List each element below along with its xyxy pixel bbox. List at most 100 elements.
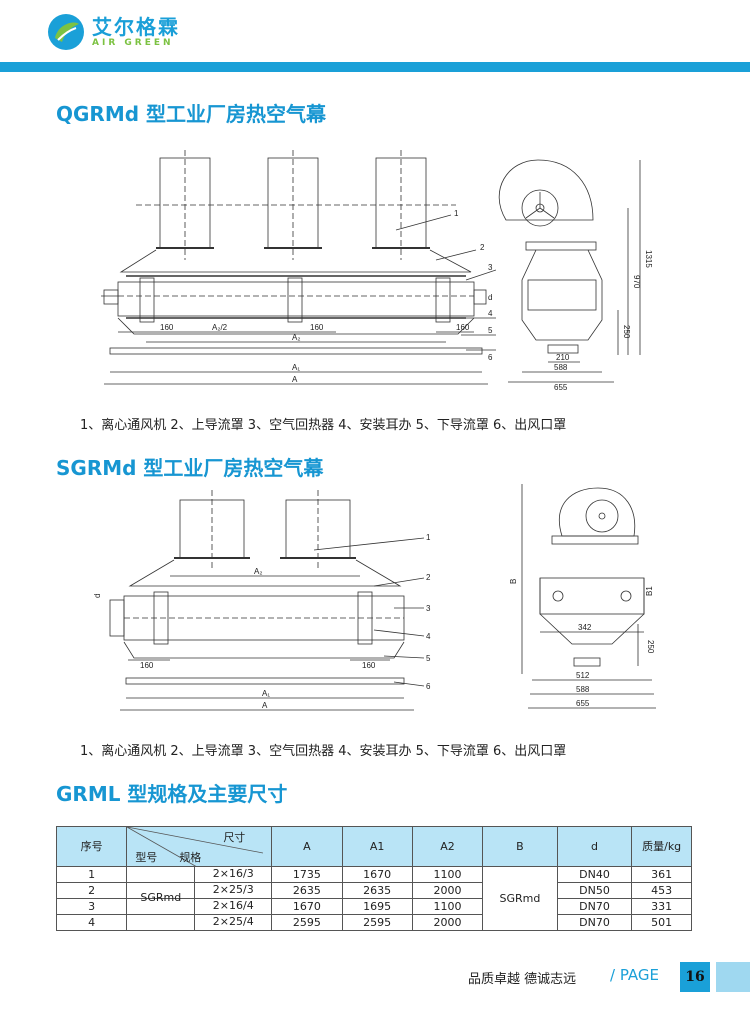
sgrmd-dim-b1: B1 bbox=[645, 586, 654, 596]
cell-a2: 1100 bbox=[411, 866, 484, 883]
sgrmd-side-drawing: B B1 342 250 512 588 655 bbox=[502, 474, 662, 720]
cell-spec: 2×16/3 bbox=[212, 867, 254, 880]
sgrmd-dim-250: 250 bbox=[646, 640, 655, 654]
qgrmd-dim-a1: A₁ bbox=[292, 363, 300, 372]
qgrmd-dim-d: d bbox=[488, 293, 492, 302]
sgrmd-dim-a1: A₁ bbox=[262, 689, 270, 698]
spec-table: 序号 尺寸 型号 规格 A A1 A2 B d 质量/kg 1 bbox=[55, 826, 692, 931]
cell-a2: 1100 bbox=[411, 898, 484, 915]
cell-d: DN40 bbox=[556, 866, 633, 883]
qgrmd-dim-655: 655 bbox=[554, 383, 568, 392]
qgrmd-label-5: 5 bbox=[488, 326, 493, 335]
cell-b-merged: SGRmd bbox=[482, 866, 558, 931]
header-index: 序号 bbox=[55, 826, 128, 867]
cell-model-spec: SGRmd 2×25/3 bbox=[126, 882, 273, 904]
cell-mass: 331 bbox=[631, 898, 692, 915]
brand-name-en: AIR GREEN bbox=[92, 38, 174, 48]
sgrmd-label-6: 6 bbox=[426, 682, 431, 691]
sgrmd-dim-a2: A₂ bbox=[254, 567, 262, 576]
table-row: 1 2×16/3 1735 1670 1100 SGRmd DN40 361 bbox=[55, 866, 692, 931]
qgrmd-dim-a: A bbox=[292, 375, 298, 384]
cell-model-top bbox=[127, 867, 196, 882]
sgrmd-dim-d: d bbox=[93, 594, 102, 598]
qgrmd-label-3: 3 bbox=[488, 263, 493, 272]
qgrmd-dim-a2-half: A₂/2 bbox=[212, 323, 228, 332]
qgrmd-label-6: 6 bbox=[488, 353, 493, 362]
cell-spec: 2×16/4 bbox=[212, 899, 254, 912]
footer-slogan: 品质卓越 德诚志远 bbox=[468, 972, 577, 987]
cell-mass: 501 bbox=[631, 914, 692, 931]
header-d: d bbox=[556, 826, 633, 867]
sgrmd-label-3: 3 bbox=[426, 604, 431, 613]
cell-model-blank bbox=[127, 915, 196, 930]
cell-a: 2635 bbox=[271, 882, 343, 899]
qgrmd-dim-250: 250 bbox=[622, 325, 631, 339]
qgrmd-front-drawing: 1 2 3 4 5 6 d 160 A₂/2 160 160 A₂ A₁ A bbox=[96, 150, 496, 395]
page-header: 艾尔格霖 AIR GREEN bbox=[0, 0, 750, 72]
cell-model: SGRmd bbox=[127, 883, 196, 904]
cell-index: 3 bbox=[55, 898, 128, 915]
section-title-grml: GRML 型规格及主要尺寸 bbox=[56, 782, 288, 806]
cell-mass: 453 bbox=[631, 882, 692, 899]
cell-a1: 2635 bbox=[341, 882, 413, 899]
cell-model-blank bbox=[127, 899, 196, 914]
table-header-row: 序号 尺寸 型号 规格 A A1 A2 B d 质量/kg bbox=[55, 826, 692, 867]
header-a2: A2 bbox=[411, 826, 484, 867]
sgrmd-legend: 1、离心通风机 2、上导流罩 3、空气回热器 4、安装耳办 5、下导流罩 6、出… bbox=[80, 744, 567, 759]
header-b: B bbox=[482, 826, 558, 867]
diagonal-lines bbox=[127, 827, 264, 867]
header-dim: 尺寸 bbox=[223, 831, 246, 844]
qgrmd-dim-160-a: 160 bbox=[160, 323, 174, 332]
cell-a: 2595 bbox=[271, 914, 343, 931]
header-model: 型号 bbox=[135, 851, 158, 864]
qgrmd-dim-160-c: 160 bbox=[456, 323, 470, 332]
sgrmd-label-2: 2 bbox=[426, 573, 431, 582]
cell-spec: 2×25/4 bbox=[212, 915, 254, 928]
cell-a1: 2595 bbox=[341, 914, 413, 931]
qgrmd-dim-588: 588 bbox=[554, 363, 568, 372]
footer-accent-bar bbox=[716, 962, 750, 992]
sgrmd-dim-512: 512 bbox=[576, 671, 590, 680]
header-spec: 规格 bbox=[179, 851, 202, 864]
table-row: 2 SGRmd 2×25/3 2635 2635 2000 DN50 453 bbox=[55, 882, 692, 904]
sgrmd-label-4: 4 bbox=[426, 632, 431, 641]
cell-a1: 1695 bbox=[341, 898, 413, 915]
sgrmd-front-drawing: 1 2 3 4 5 6 d A₂ 160 160 A₁ A bbox=[74, 490, 464, 720]
cell-a: 1670 bbox=[271, 898, 343, 915]
cell-d: DN50 bbox=[556, 882, 633, 899]
sgrmd-dim-342: 342 bbox=[578, 623, 592, 632]
header-a: A bbox=[271, 826, 343, 867]
cell-d: DN70 bbox=[556, 898, 633, 915]
cell-a2: 2000 bbox=[411, 914, 484, 931]
header-diagonal: 尺寸 型号 规格 bbox=[126, 826, 273, 867]
qgrmd-dim-970: 970 bbox=[632, 275, 641, 289]
cell-d: DN70 bbox=[556, 914, 633, 931]
page-number: 16 bbox=[680, 962, 710, 992]
sgrmd-label-5: 5 bbox=[426, 654, 431, 663]
cell-a2: 2000 bbox=[411, 882, 484, 899]
brand-logo: 艾尔格霖 AIR GREEN bbox=[46, 12, 180, 52]
cell-model-spec: 2×16/4 bbox=[126, 898, 273, 915]
section-title-sgrmd: SGRMd 型工业厂房热空气幕 bbox=[56, 456, 324, 480]
sgrmd-dim-160-a: 160 bbox=[140, 661, 154, 670]
sgrmd-dim-a: A bbox=[262, 701, 268, 710]
qgrmd-label-2: 2 bbox=[480, 243, 485, 252]
qgrmd-dim-160-b: 160 bbox=[310, 323, 324, 332]
qgrmd-dim-1315: 1315 bbox=[644, 250, 653, 268]
qgrmd-dim-210: 210 bbox=[556, 353, 570, 362]
leaf-logo-icon bbox=[48, 14, 84, 50]
table-row: 3 2×16/4 1670 1695 1100 DN70 331 bbox=[55, 898, 692, 915]
qgrmd-side-drawing: 1315 970 250 210 588 655 bbox=[488, 150, 658, 395]
cell-mass: 361 bbox=[631, 866, 692, 883]
sgrmd-dim-160-b: 160 bbox=[362, 661, 376, 670]
sgrmd-dim-b: B bbox=[509, 579, 518, 584]
page-footer: 品质卓越 德诚志远 / PAGE 16 bbox=[0, 962, 750, 992]
header-mass: 质量/kg bbox=[631, 826, 692, 867]
cell-index: 2 bbox=[55, 882, 128, 899]
header-a1: A1 bbox=[341, 826, 413, 867]
cell-a: 1735 bbox=[271, 866, 343, 883]
sgrmd-dim-655: 655 bbox=[576, 699, 590, 708]
table-row: 4 2×25/4 2595 2595 2000 DN70 501 bbox=[55, 914, 692, 931]
cell-index: 4 bbox=[55, 914, 128, 931]
cell-model-spec: 2×25/4 bbox=[126, 914, 273, 931]
